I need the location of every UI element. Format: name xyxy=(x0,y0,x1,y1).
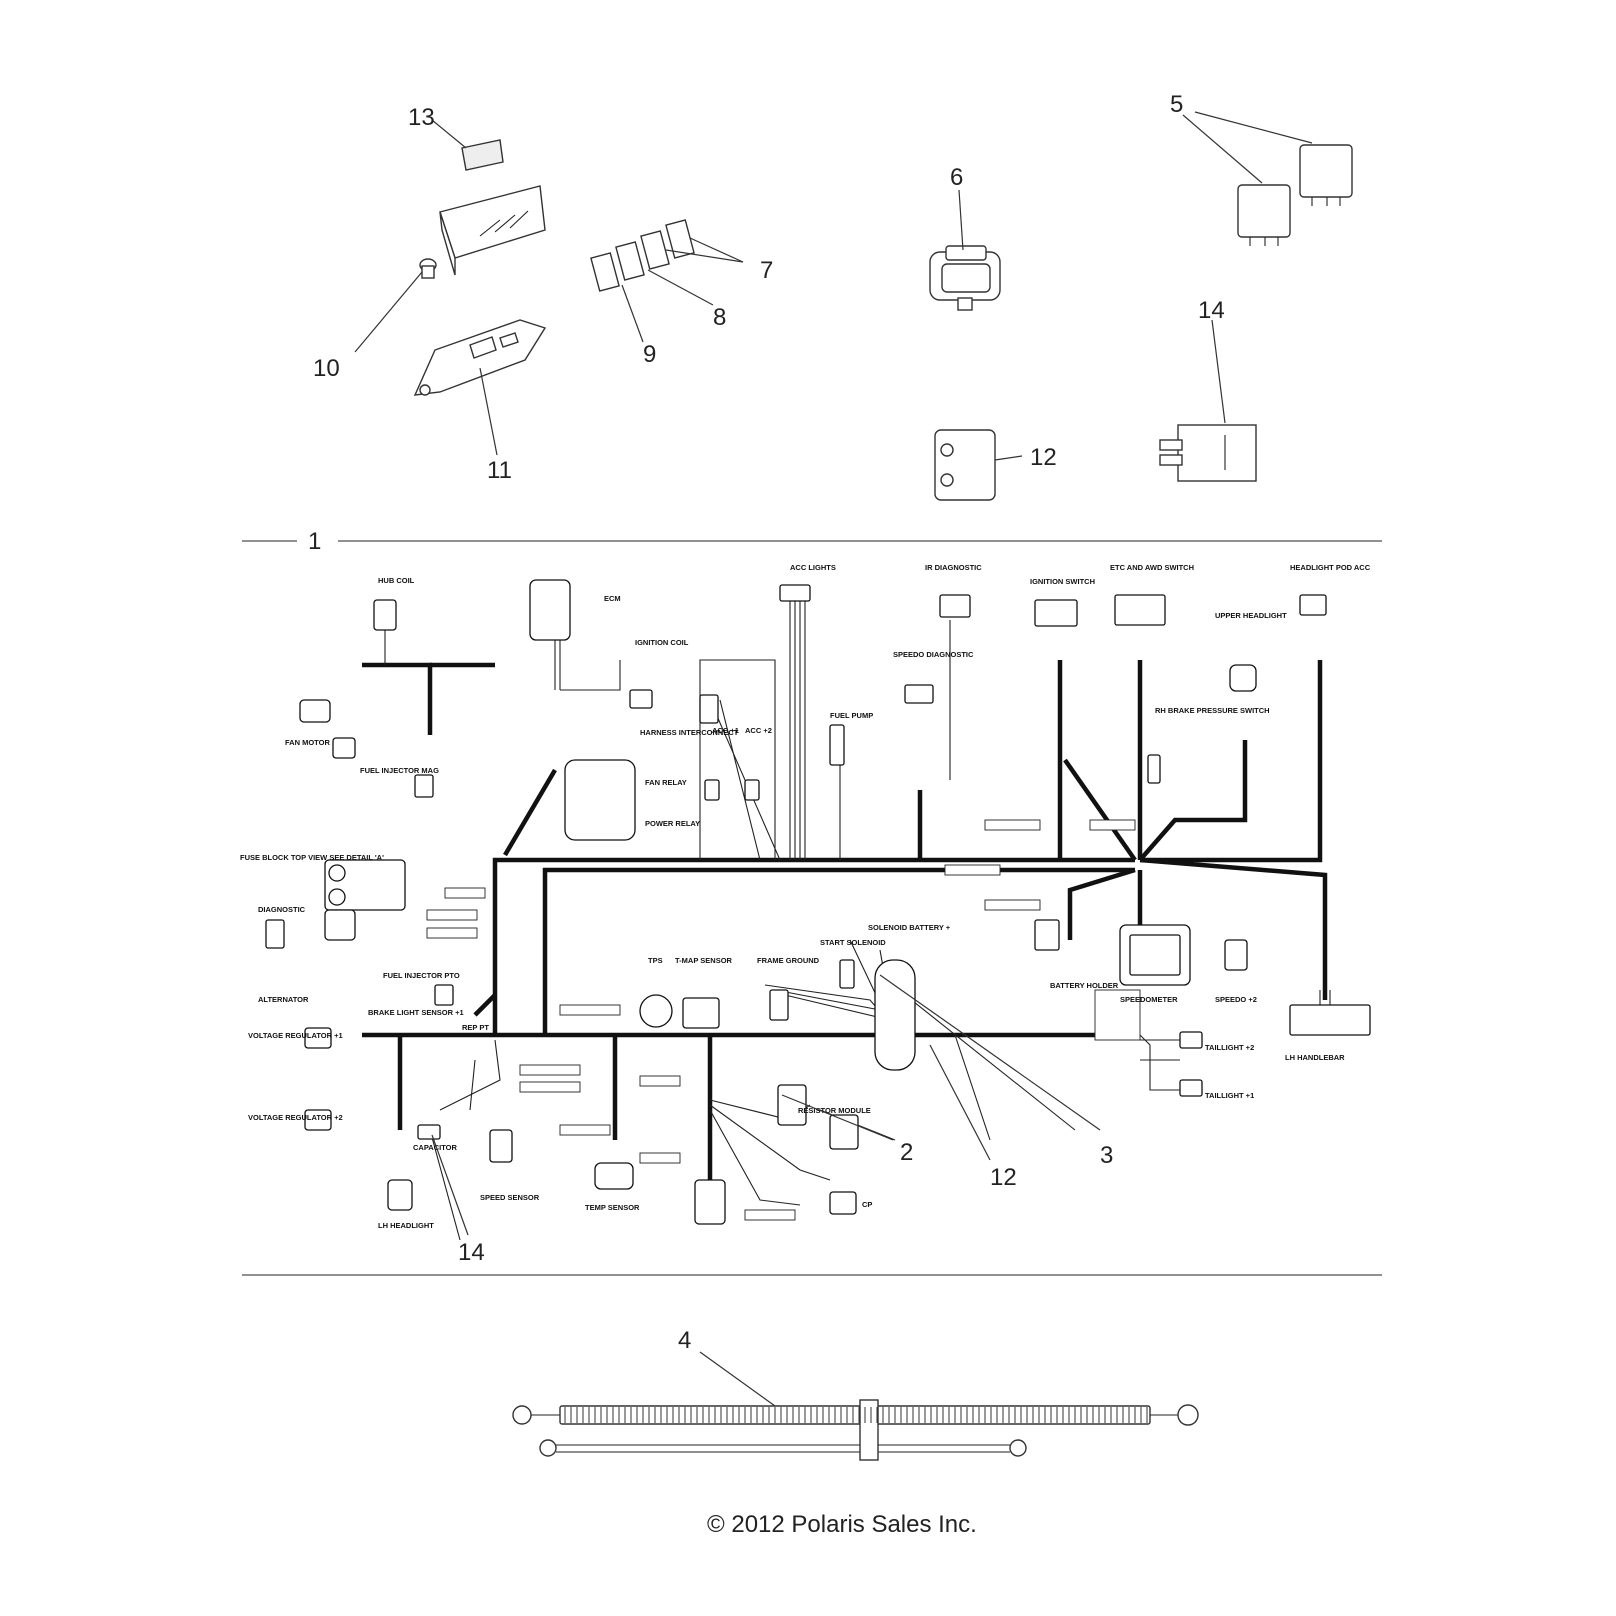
label-lh-handlebar: LH HANDLEBAR xyxy=(1285,1053,1345,1062)
part-5-relays xyxy=(1182,111,1353,246)
cable-corrugation xyxy=(564,1407,1148,1423)
label-acc-lights: ACC LIGHTS xyxy=(790,563,836,572)
label-start-solenoid: START SOLENOID xyxy=(820,938,886,947)
label-fuel-pump: FUEL PUMP xyxy=(830,711,873,720)
harness-labels: HUB COIL FAN MOTOR FUEL INJECTOR MAG FUS… xyxy=(240,563,1371,1230)
callout-1: 1 xyxy=(308,528,321,555)
part-14-fuse-holder xyxy=(1159,319,1257,482)
label-tps: TPS xyxy=(648,956,663,965)
label-alternator: ALTERNATOR xyxy=(258,995,309,1004)
callout-11: 11 xyxy=(487,457,512,484)
label-speedometer: SPEEDOMETER xyxy=(1120,995,1178,1004)
label-temp-sensor: TEMP SENSOR xyxy=(585,1203,640,1212)
fuse-box-cover xyxy=(439,185,546,276)
label-fuel-injector-mag: FUEL INJECTOR MAG xyxy=(360,766,439,775)
label-fan-motor: FAN MOTOR xyxy=(285,738,330,747)
label-ir-diagnostic: IR DIAGNOSTIC xyxy=(925,563,982,572)
callout-14-top: 14 xyxy=(1198,297,1225,324)
label-acc-2: ACC +2 xyxy=(745,726,772,735)
callout-10: 10 xyxy=(313,355,340,382)
part-10-screw xyxy=(354,258,437,353)
label-speed-sensor: SPEED SENSOR xyxy=(480,1193,540,1202)
label-lh-headlight: LH HEADLIGHT xyxy=(378,1221,434,1230)
label-ignition-coil: IGNITION COIL xyxy=(635,638,689,647)
label-frame-ground: FRAME GROUND xyxy=(757,956,820,965)
label-fuel-injector-pto: FUEL INJECTOR PTO xyxy=(383,971,460,980)
label-etc-awd-switch: ETC AND AWD SWITCH xyxy=(1110,563,1194,572)
label-ignition-switch: IGNITION SWITCH xyxy=(1030,577,1095,586)
label-harness-interconnect: HARNESS INTERCONNECT xyxy=(640,728,739,737)
label-rep-pt: REP PT xyxy=(462,1023,489,1032)
label-voltage-regulator-1: VOLTAGE REGULATOR +1 xyxy=(248,1031,343,1040)
label-taillight-2: TAILLIGHT +2 xyxy=(1205,1043,1254,1052)
label-capacitor: CAPACITOR xyxy=(413,1143,457,1152)
label-speedo-diagnostic: SPEEDO DIAGNOSTIC xyxy=(893,650,974,659)
label-upper-headlight: UPPER HEADLIGHT xyxy=(1215,611,1287,620)
label-hub-coil: HUB COIL xyxy=(378,576,415,585)
callout-14-harness: 14 xyxy=(458,1239,485,1266)
part-12-terminal-block xyxy=(934,429,1023,501)
part-11-bracket xyxy=(413,319,547,456)
callout-13: 13 xyxy=(408,104,435,131)
callout-5: 5 xyxy=(1170,91,1183,118)
label-fan-relay: FAN RELAY xyxy=(645,778,687,787)
label-resistor-module: RESISTOR MODULE xyxy=(798,1106,871,1115)
part-4-battery-cables xyxy=(512,1351,1199,1461)
part-6-connector xyxy=(929,189,1001,311)
label-cp: CP xyxy=(862,1200,872,1209)
label-fuse-block: FUSE BLOCK TOP VIEW SEE DETAIL 'A' xyxy=(240,853,384,862)
copyright-text: © 2012 Polaris Sales Inc. xyxy=(707,1511,977,1538)
wire-spec-boxes xyxy=(426,819,1141,1221)
label-headlight-pod-acc: HEADLIGHT POD ACC xyxy=(1290,563,1371,572)
label-speedo-2: SPEEDO +2 xyxy=(1215,995,1257,1004)
callout-3: 3 xyxy=(1100,1142,1113,1169)
callout-12-harness: 12 xyxy=(990,1164,1017,1191)
label-rh-brake-pressure-switch: RH BRAKE PRESSURE SWITCH xyxy=(1155,706,1270,715)
callout-6: 6 xyxy=(950,164,963,191)
label-solenoid-battery: SOLENOID BATTERY + xyxy=(868,923,951,932)
callout-4: 4 xyxy=(678,1327,691,1354)
callout-8: 8 xyxy=(713,304,726,331)
label-power-relay: POWER RELAY xyxy=(645,819,700,828)
callout-2: 2 xyxy=(900,1139,913,1166)
label-voltage-regulator-2: VOLTAGE REGULATOR +2 xyxy=(248,1113,343,1122)
part-13-decal xyxy=(431,119,504,171)
label-tmap-sensor: T-MAP SENSOR xyxy=(675,956,733,965)
callout-7: 7 xyxy=(760,257,773,284)
parts-7-8-9-fuses xyxy=(590,219,744,343)
label-acc-1: ACC +1 xyxy=(712,726,739,735)
label-ecm: ECM xyxy=(604,594,621,603)
label-diagnostic: DIAGNOSTIC xyxy=(258,905,306,914)
callout-12-top: 12 xyxy=(1030,444,1057,471)
label-battery-holder: BATTERY HOLDER xyxy=(1050,981,1119,990)
label-taillight-1: TAILLIGHT +1 xyxy=(1205,1091,1254,1100)
callout-9: 9 xyxy=(643,341,656,368)
label-brake-light-sensor: BRAKE LIGHT SENSOR +1 xyxy=(368,1008,464,1017)
